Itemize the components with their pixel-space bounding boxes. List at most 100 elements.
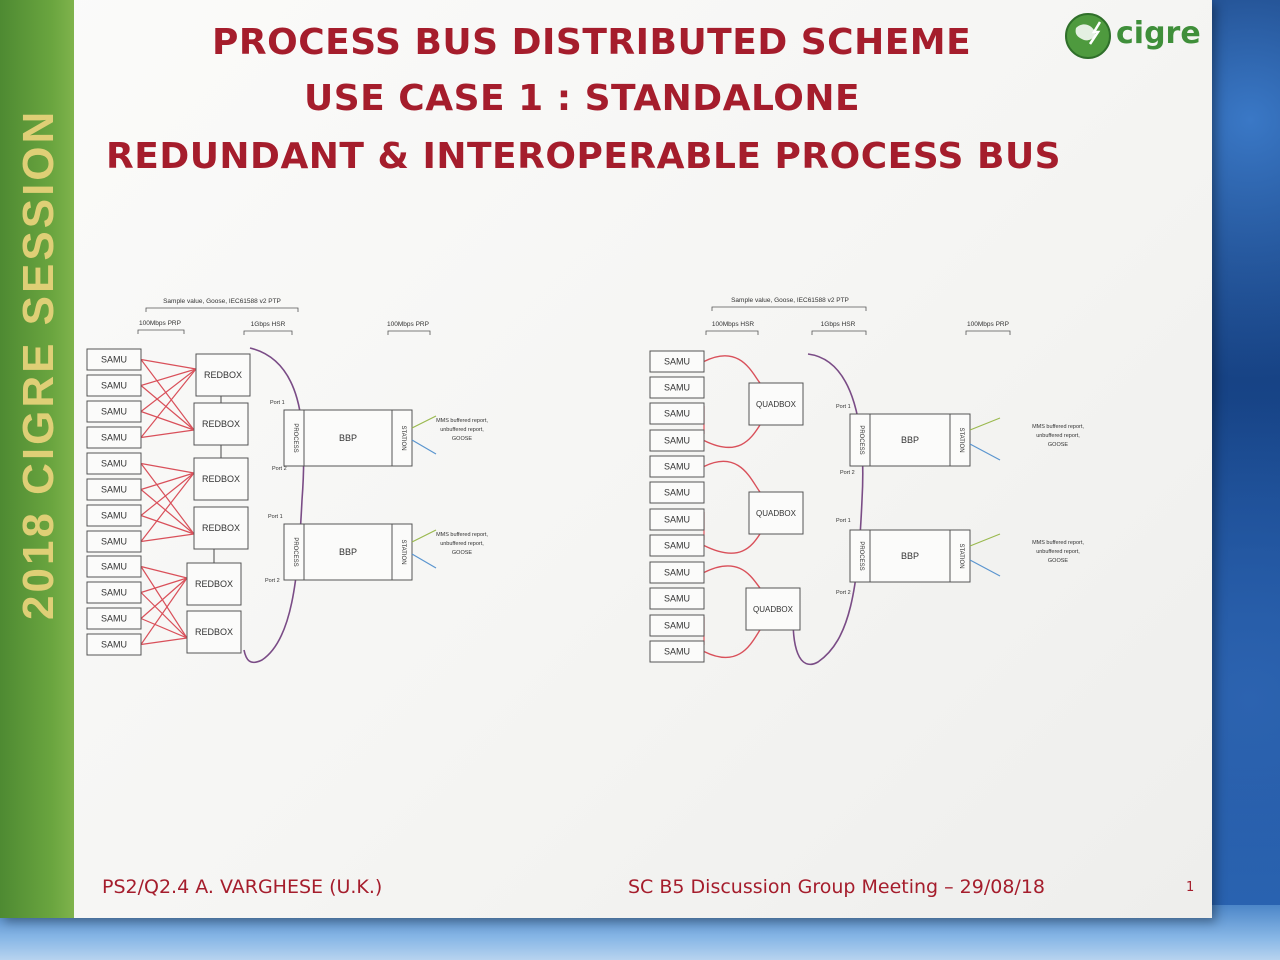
left-samu-2 bbox=[86, 374, 142, 397]
right-mms-text: MMS buffered report, bbox=[1032, 424, 1084, 430]
right-samu-6-label: SAMU bbox=[664, 488, 690, 498]
left-samu-9 bbox=[86, 555, 142, 578]
left-prp-link bbox=[140, 358, 197, 370]
left-samu-8 bbox=[86, 530, 142, 553]
left-mms-text: MMS buffered report, bbox=[436, 418, 488, 424]
left-redbox-3 bbox=[193, 457, 249, 501]
left-samu-11 bbox=[86, 607, 142, 630]
left-mms-link-blue bbox=[411, 553, 437, 569]
left-bbp-label-1: BBP bbox=[339, 433, 357, 443]
left-samu-7 bbox=[86, 504, 142, 527]
left-samu-5-label: SAMU bbox=[101, 459, 127, 469]
right-samu-11-label: SAMU bbox=[664, 621, 690, 631]
left-mms-text: GOOSE bbox=[452, 550, 473, 556]
left-redbox-4 bbox=[193, 506, 249, 550]
right-station-port-2 bbox=[949, 529, 971, 583]
left-mms-text: unbuffered report, bbox=[440, 427, 484, 433]
right-samu-3-label: SAMU bbox=[664, 409, 690, 419]
page-number: 1 bbox=[1186, 880, 1195, 895]
right-port-label: Port 1 bbox=[836, 518, 851, 524]
left-prp-link bbox=[140, 533, 195, 543]
right-samu-9 bbox=[649, 561, 705, 584]
right-hsr-loop bbox=[703, 565, 761, 589]
right-samu-2-label: SAMU bbox=[664, 383, 690, 393]
right-bbp-label-1: BBP bbox=[901, 435, 919, 445]
right-mms-link-blue bbox=[969, 559, 1001, 577]
right-samu-6 bbox=[649, 481, 705, 504]
left-prp-link bbox=[140, 368, 197, 412]
left-bbp-1 bbox=[303, 409, 393, 467]
left-bracket-b bbox=[243, 330, 293, 335]
right-hsr-loop bbox=[703, 355, 761, 384]
left-process-label-1: PROCESS bbox=[292, 423, 298, 452]
right-label-b: 1Gbps HSR bbox=[821, 321, 856, 328]
right-quadbox-1 bbox=[748, 382, 804, 426]
right-quadbox-3-label: QUADBOX bbox=[753, 605, 794, 614]
left-prp-link bbox=[140, 463, 195, 535]
left-samu-6-label: SAMU bbox=[101, 485, 127, 495]
right-samu-7 bbox=[649, 508, 705, 531]
right-samu-5 bbox=[649, 455, 705, 478]
left-redbox-4-label: REDBOX bbox=[202, 523, 240, 533]
left-bracket-c bbox=[387, 330, 431, 335]
left-samu-9-label: SAMU bbox=[101, 562, 127, 572]
left-redbox-1-label: REDBOX bbox=[204, 370, 242, 380]
left-samu-10-label: SAMU bbox=[101, 588, 127, 598]
left-samu-1-label: SAMU bbox=[101, 355, 127, 365]
right-mms-link-blue bbox=[969, 443, 1001, 461]
left-prp-link bbox=[140, 410, 195, 431]
right-samu-11 bbox=[649, 614, 705, 637]
left-samu-3 bbox=[86, 400, 142, 423]
right-mms-link-green bbox=[969, 533, 1001, 547]
right-samu-2 bbox=[649, 376, 705, 399]
right-bbp-2 bbox=[869, 529, 951, 583]
left-prp-link bbox=[140, 368, 197, 438]
left-redbox-6 bbox=[186, 610, 242, 654]
left-port-label: Port 1 bbox=[270, 400, 285, 406]
left-samu-7-label: SAMU bbox=[101, 511, 127, 521]
right-bracket-c bbox=[965, 330, 1011, 335]
right-mms-text: unbuffered report, bbox=[1036, 549, 1080, 555]
right-port-label: Port 1 bbox=[836, 404, 851, 410]
left-mms-link-green bbox=[411, 415, 437, 429]
right-samu-8 bbox=[649, 534, 705, 557]
right-station-label-1: STATION bbox=[958, 427, 964, 452]
right-port-label: Port 2 bbox=[836, 590, 851, 596]
left-mms-text: GOOSE bbox=[452, 436, 473, 442]
left-port-label: Port 2 bbox=[272, 466, 287, 472]
right-top-bracket bbox=[711, 306, 867, 311]
left-prp-link bbox=[140, 637, 188, 646]
left-port-label: Port 2 bbox=[265, 578, 280, 584]
left-samu-8-label: SAMU bbox=[101, 537, 127, 547]
left-label-b: 1Gbps HSR bbox=[251, 321, 286, 328]
right-samu-7-label: SAMU bbox=[664, 515, 690, 525]
title-line-3: REDUNDANT & INTEROPERABLE PROCESS BUS bbox=[106, 136, 1062, 177]
footer-author: PS2/Q2.4 A. VARGHESE (U.K.) bbox=[102, 876, 383, 898]
title-line-2: USE CASE 1 : STANDALONE bbox=[304, 78, 861, 119]
left-prp-link bbox=[140, 385, 195, 431]
right-mms-text: GOOSE bbox=[1048, 442, 1069, 448]
right-quadbox-2-label: QUADBOX bbox=[756, 509, 797, 518]
left-bracket-a bbox=[137, 329, 185, 334]
right-bracket-b bbox=[811, 330, 867, 335]
left-redbox-1 bbox=[195, 353, 251, 397]
left-prp-link bbox=[140, 577, 188, 619]
right-samu-10 bbox=[649, 587, 705, 610]
left-prp-link bbox=[140, 359, 195, 431]
right-process-label-2: PROCESS bbox=[858, 541, 864, 570]
left-prp-link bbox=[140, 472, 195, 491]
right-samu-1-label: SAMU bbox=[664, 357, 690, 367]
left-mms-link-blue bbox=[411, 439, 437, 455]
right-samu-12 bbox=[649, 640, 705, 663]
left-redbox-5 bbox=[186, 562, 242, 606]
right-station-port-1 bbox=[949, 413, 971, 467]
right-station-label-2: STATION bbox=[958, 543, 964, 568]
left-prp-link bbox=[140, 592, 188, 639]
left-mms-link-green bbox=[411, 529, 437, 543]
footer-meeting: SC B5 Discussion Group Meeting – 29/08/1… bbox=[628, 876, 1046, 898]
cigre-logo bbox=[1065, 13, 1111, 59]
left-samu-4-label: SAMU bbox=[101, 433, 127, 443]
left-prp-link bbox=[140, 514, 195, 535]
left-station-port-2 bbox=[391, 523, 413, 581]
right-hsr-loop bbox=[703, 460, 761, 493]
